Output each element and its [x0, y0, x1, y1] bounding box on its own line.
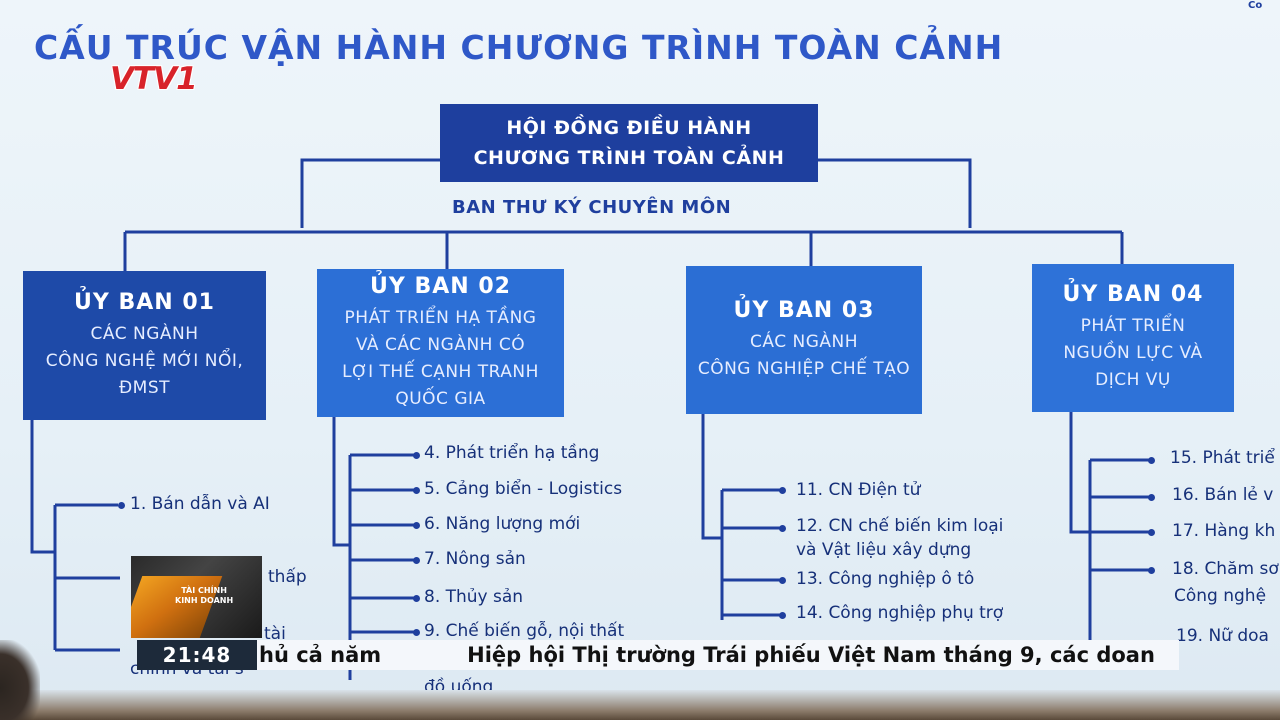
ticker-current-text: Hiệp hội Thị trường Trái phiếu Việt Nam …: [467, 643, 1155, 667]
vtv1-channel-logo: VTV1: [110, 61, 198, 97]
list-item: Công nghệ: [1174, 586, 1267, 606]
bullet-dot: [413, 629, 420, 636]
list-item: và Vật liệu xây dựng: [796, 540, 972, 560]
program-logo-line-2: KINH DOANH: [175, 596, 234, 605]
list-item: 6. Năng lượng mới: [424, 514, 581, 534]
stage-floor: [0, 690, 1280, 720]
committee-02-box: ỦY BAN 02 PHÁT TRIỂN HẠ TẦNG VÀ CÁC NGÀN…: [317, 269, 564, 417]
list-item: 14. Công nghiệp phụ trợ: [796, 603, 1004, 623]
committee-02-line-4: QUỐC GIA: [395, 388, 486, 409]
bullet-dot: [413, 487, 420, 494]
list-item: 8. Thủy sản: [424, 587, 524, 607]
bullet-dot: [413, 452, 420, 459]
committee-03-line-1: CÁC NGÀNH: [750, 331, 858, 352]
bullet-dot: [779, 577, 786, 584]
program-logo-line-1: TÀI CHÍNH: [181, 586, 227, 595]
list-item: 19. Nữ doa: [1176, 626, 1269, 646]
list-item: 11. CN Điện tử: [796, 480, 921, 500]
committee-04-title: ỦY BAN 04: [1062, 282, 1204, 307]
list-item: 5. Cảng biển - Logistics: [424, 479, 623, 499]
committee-03-line-2: CÔNG NGHIỆP CHẾ TẠO: [697, 358, 911, 379]
governing-board-line-1: HỘI ĐỒNG ĐIỀU HÀNH: [506, 117, 752, 139]
list-item: 7. Nông sản: [424, 549, 526, 569]
committee-04-line-2: NGUỒN LỰC VÀ: [1063, 343, 1203, 363]
committee-01-title: ỦY BAN 01: [74, 289, 215, 315]
committee-04-box: ỦY BAN 04 PHÁT TRIỂN NGUỒN LỰC VÀ DỊCH V…: [1032, 264, 1234, 412]
audience-silhouette: [0, 640, 40, 720]
list-item: 4. Phát triển hạ tầng: [424, 443, 600, 463]
governing-board-box: HỘI ĐỒNG ĐIỀU HÀNH CHƯƠNG TRÌNH TOÀN CẢN…: [440, 104, 818, 182]
committee-04-line-1: PHÁT TRIỂN: [1080, 316, 1186, 336]
bullet-dot: [413, 557, 420, 564]
committee-03-box: ỦY BAN 03 CÁC NGÀNH CÔNG NGHIỆP CHẾ TẠO: [686, 266, 922, 414]
list-item: 12. CN chế biến kim loại: [796, 516, 1004, 536]
list-item: thấp: [268, 567, 307, 587]
list-item: 1. Bán dẫn và AI: [130, 494, 270, 514]
bullet-dot: [779, 612, 786, 619]
ticker-previous-text: hủ cả năm: [259, 643, 382, 667]
bullet-dot: [413, 522, 420, 529]
news-ticker: hủ cả năm Hiệp hội Thị trường Trái phiếu…: [257, 640, 1179, 670]
list-item: 17. Hàng kh: [1172, 521, 1276, 541]
list-item: 15. Phát triể: [1170, 448, 1275, 468]
list-item: tài: [264, 624, 286, 644]
program-logo: TÀI CHÍNH KINH DOANH: [131, 556, 262, 638]
governing-board-line-2: CHƯƠNG TRÌNH TOÀN CẢNH: [473, 147, 785, 169]
bullet-dot: [413, 595, 420, 602]
list-item: 9. Chế biến gỗ, nội thất: [424, 621, 625, 641]
committee-01-line-2: CÔNG NGHỆ MỚI NỔI,: [45, 350, 244, 371]
committee-01-line-1: CÁC NGÀNH: [90, 323, 199, 344]
list-item: 16. Bán lẻ v: [1172, 485, 1274, 505]
committee-02-line-1: PHÁT TRIỂN HẠ TẦNG: [344, 307, 537, 328]
bullet-dot: [1148, 567, 1155, 574]
committee-03-title: ỦY BAN 03: [733, 297, 875, 323]
corner-logo: Co: [1248, 0, 1263, 11]
list-item: 13. Công nghiệp ô tô: [796, 569, 975, 589]
bullet-dot: [779, 487, 786, 494]
bullet-dot: [779, 525, 786, 532]
broadcast-clock: 21:48: [137, 640, 257, 670]
committee-02-title: ỦY BAN 02: [370, 273, 511, 299]
bullet-dot: [1148, 494, 1155, 501]
committee-02-line-2: VÀ CÁC NGÀNH CÓ: [355, 334, 526, 355]
bullet-dot: [1148, 529, 1155, 536]
committee-01-box: ỦY BAN 01 CÁC NGÀNH CÔNG NGHỆ MỚI NỔI, Đ…: [23, 271, 266, 420]
committee-04-line-3: DỊCH VỤ: [1095, 370, 1171, 390]
secretariat-label: BAN THƯ KÝ CHUYÊN MÔN: [452, 197, 732, 218]
list-item: 18. Chăm sơ: [1172, 559, 1279, 579]
program-logo-text: TÀI CHÍNH KINH DOANH: [175, 586, 233, 606]
bullet-dot: [1148, 457, 1155, 464]
slide-title: CẤU TRÚC VẬN HÀNH CHƯƠNG TRÌNH TOÀN CẢNH: [34, 28, 1004, 67]
committee-01-line-3: ĐMST: [118, 377, 171, 398]
bullet-dot: [118, 502, 125, 509]
committee-02-line-3: LỢI THẾ CẠNH TRANH: [342, 361, 539, 382]
